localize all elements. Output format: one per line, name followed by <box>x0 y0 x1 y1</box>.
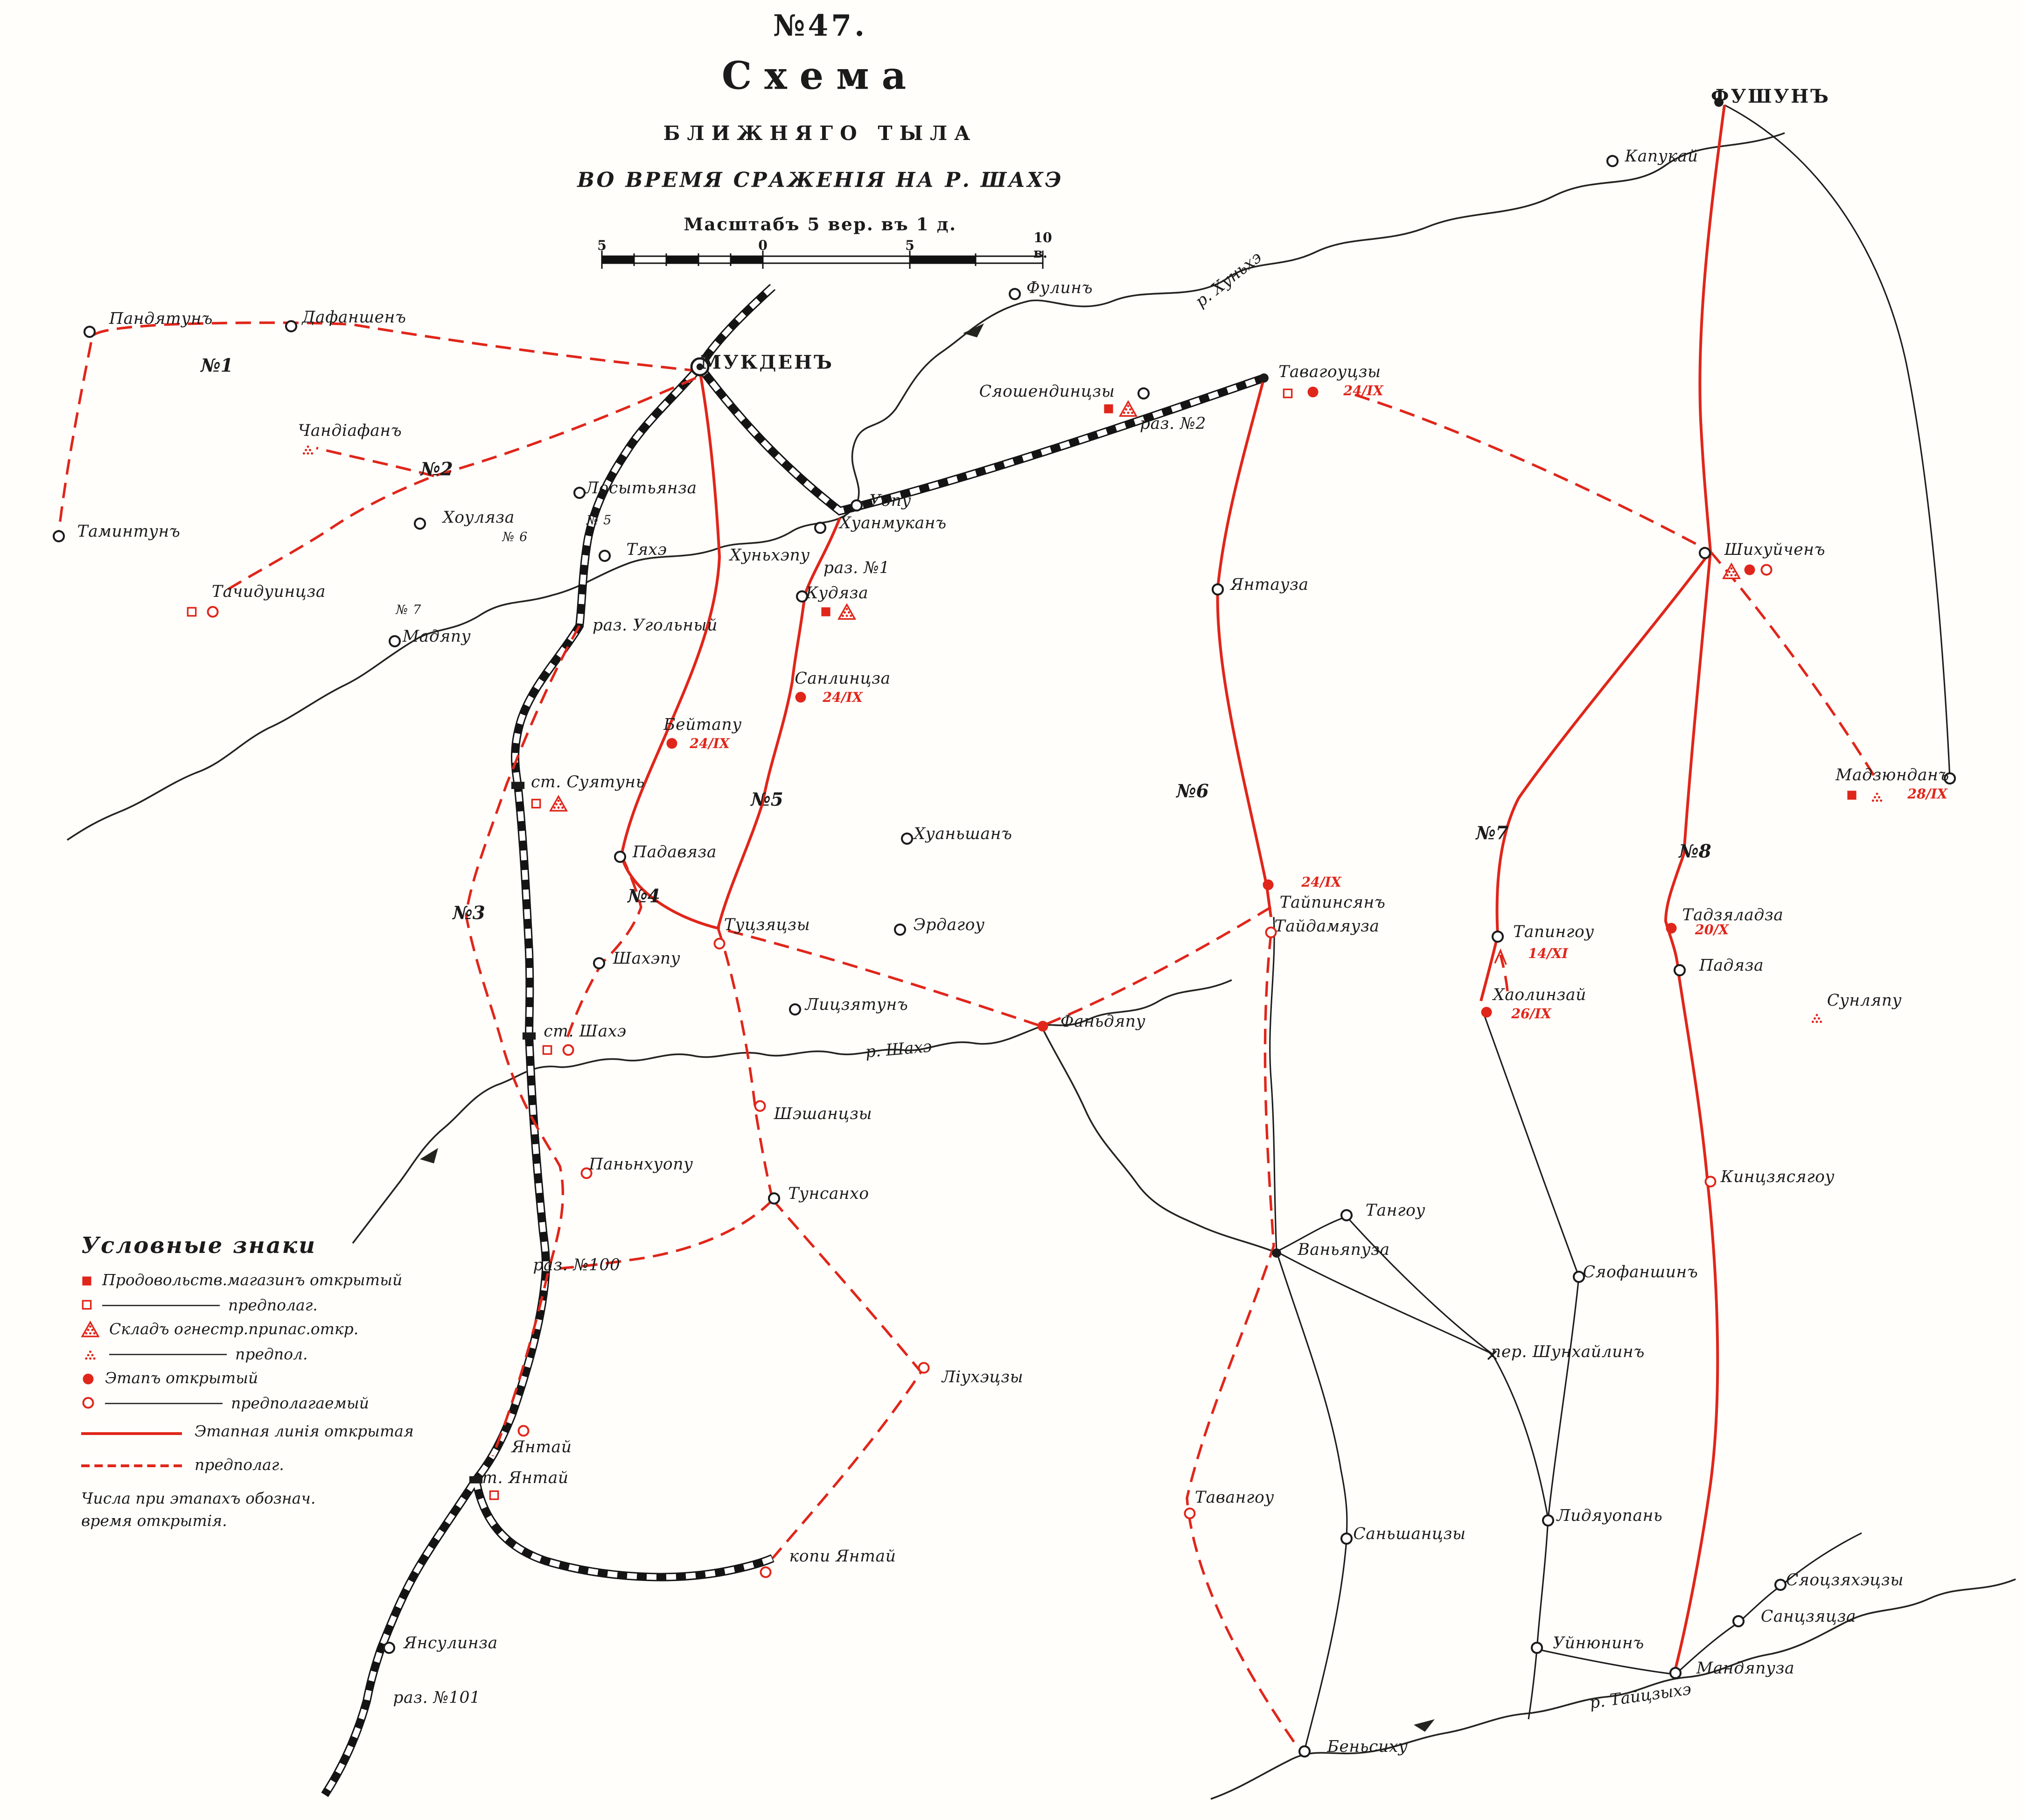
legend-note: Числа при этапахъ обознач. время открыті… <box>81 1488 543 1534</box>
legend-item: предполагаемый <box>81 1394 543 1412</box>
legend-item: предполаг. <box>81 1296 543 1314</box>
etape-open-icon <box>81 1396 95 1410</box>
mag-open-icon <box>81 1299 92 1310</box>
etape-lines-proposed <box>57 321 1877 1744</box>
line-dashed-icon <box>81 1451 185 1478</box>
legend: Условные знаки Продовольств.магазинъ отк… <box>81 1232 543 1534</box>
railways <box>321 284 1265 1797</box>
legend-items: Продовольств.магазинъ открытый предполаг.… <box>81 1271 543 1478</box>
legend-label: Продовольств.магазинъ открытый <box>102 1271 403 1289</box>
map-subtitle-1: БЛИЖНЯГО ТЫЛА <box>663 123 977 146</box>
scale-tick-label: 5 <box>905 238 914 254</box>
scale-tick-label: 0 <box>758 238 768 254</box>
map-subtitle-2: ВО ВРЕМЯ СРАЖЕНІЯ НА Р. ШАХЭ <box>577 168 1063 193</box>
legend-note-line-1: Числа при этапахъ обознач. <box>81 1489 316 1507</box>
legend-label: Этапная линія открытая <box>195 1422 414 1441</box>
legend-label: предпол. <box>235 1344 308 1363</box>
legend-rule <box>109 1353 227 1355</box>
map-title: Схема <box>721 55 919 99</box>
legend-label: Этапъ открытый <box>105 1369 258 1387</box>
legend-item: предполаг. <box>81 1451 543 1478</box>
legend-label: предполагаемый <box>231 1393 370 1412</box>
map-number: №47. <box>773 7 868 43</box>
line-solid-icon <box>81 1418 185 1445</box>
legend-item: Продовольств.магазинъ открытый <box>81 1271 543 1289</box>
legend-label: Складъ огнестр.припас.откр. <box>109 1320 359 1338</box>
legend-label: предполаг. <box>195 1455 284 1474</box>
legend-rule <box>102 1304 220 1306</box>
legend-label: предполаг. <box>228 1295 318 1314</box>
scale-tick-label: 5 <box>597 238 607 254</box>
legend-item: Этапъ открытый <box>81 1369 543 1387</box>
legend-item: предпол. <box>81 1345 543 1363</box>
etape-lines-open <box>620 105 1726 1669</box>
scale-tick-label: 10 в. <box>1033 231 1052 262</box>
legend-note-line-2: время открытія. <box>81 1512 227 1530</box>
map-scale-label: Масштабъ 5 вер. въ 1 д. <box>684 213 957 235</box>
legend-item: Складъ огнестр.припас.откр. <box>81 1320 543 1338</box>
roads <box>1269 104 1951 1750</box>
depot-open-icon <box>81 1320 99 1338</box>
legend-title: Условные знаки <box>81 1232 317 1259</box>
depot-proposed-icon <box>81 1345 99 1363</box>
rivers <box>67 132 2016 1800</box>
scale-bar <box>601 251 1044 269</box>
legend-rule <box>105 1402 223 1404</box>
legend-item: Этапная линія открытая <box>81 1418 543 1445</box>
mag-filled-icon <box>81 1275 92 1286</box>
etape-filled-icon <box>81 1372 95 1386</box>
